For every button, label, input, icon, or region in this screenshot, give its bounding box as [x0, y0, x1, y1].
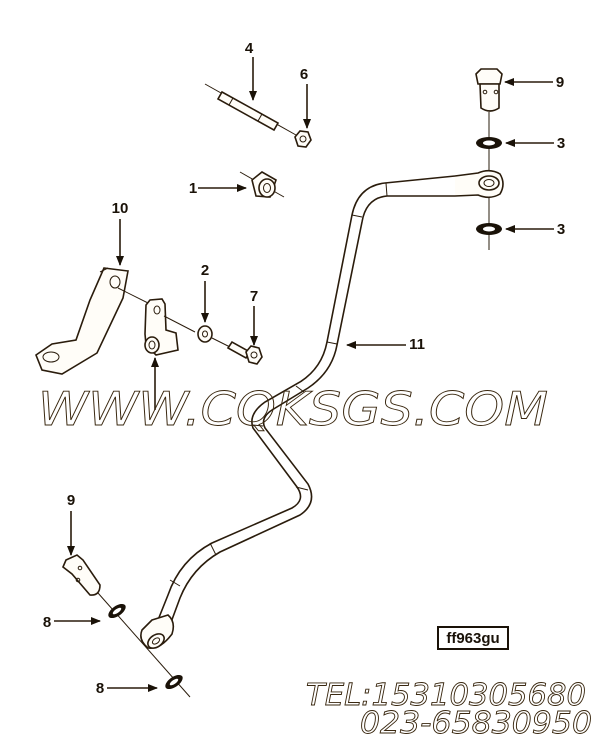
callout-2: 2	[201, 262, 209, 323]
watermark-tel: TEL:15310305680	[306, 678, 586, 713]
svg-text:8: 8	[43, 614, 51, 631]
svg-text:11: 11	[409, 336, 425, 353]
svg-text:8: 8	[96, 680, 104, 697]
drawing-code-box: ff963gu	[437, 626, 509, 650]
stud-part	[204, 83, 297, 136]
callout-9-top: 9	[504, 74, 564, 91]
hex-bolt-part	[226, 340, 263, 365]
callout-8-lower: 8	[96, 680, 158, 697]
sealing-washer-3-upper	[476, 137, 502, 149]
callout-10: 10	[112, 200, 129, 266]
banjo-bolt-top-part	[475, 68, 503, 250]
callout-3-upper: 3	[505, 135, 565, 152]
bracket-part	[35, 267, 153, 375]
callout-6: 6	[300, 66, 311, 129]
callout-1: 1	[189, 180, 247, 197]
tube-part	[140, 169, 504, 650]
watermark-site: WWW.CQKSGS.COM	[38, 382, 548, 436]
callout-7: 7	[250, 288, 258, 346]
svg-text:2: 2	[201, 262, 209, 279]
callout-8-upper: 8	[43, 614, 101, 631]
spacer-part	[239, 171, 285, 198]
svg-text:9: 9	[556, 74, 564, 91]
svg-text:4: 4	[245, 40, 254, 57]
svg-text:7: 7	[250, 288, 258, 305]
watermark-phone: 023-65830950	[360, 706, 592, 736]
callout-3-lower: 3	[505, 221, 565, 238]
svg-text:1: 1	[189, 180, 197, 197]
sealing-washer-8-upper	[108, 603, 126, 619]
svg-text:6: 6	[300, 66, 308, 83]
callout-4: 4	[245, 40, 257, 101]
hex-nut-part	[294, 130, 312, 148]
callout-9-bottom: 9	[67, 492, 75, 556]
svg-text:3: 3	[557, 135, 565, 152]
sealing-washer-3-lower	[476, 223, 502, 235]
clamp-part	[144, 298, 196, 356]
callout-11: 11	[346, 336, 425, 353]
washer-part	[197, 325, 233, 349]
svg-text:10: 10	[112, 200, 129, 217]
svg-text:3: 3	[557, 221, 565, 238]
sealing-washer-8-lower	[165, 674, 183, 690]
svg-text:9: 9	[67, 492, 75, 509]
